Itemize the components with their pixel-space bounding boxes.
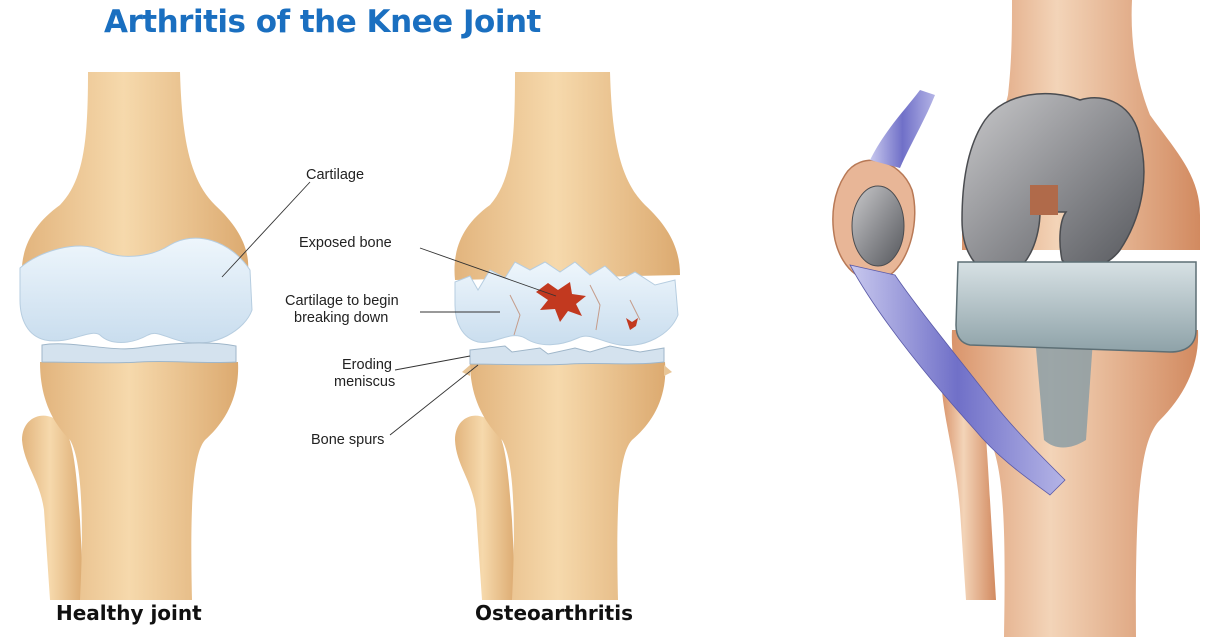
healthy-meniscus xyxy=(42,343,236,363)
leader-eroding-meniscus xyxy=(395,356,470,370)
femoral-notch xyxy=(1030,185,1058,215)
osteoarthritis-knee-illustration xyxy=(454,72,680,600)
label-cartilage-breaking-line1: Cartilage to begin xyxy=(285,292,399,310)
quadriceps-tendon xyxy=(870,90,935,168)
knee-replacement-illustration xyxy=(833,0,1200,637)
label-eroding-line2: meniscus xyxy=(334,373,395,391)
oa-femur xyxy=(454,72,680,280)
tibial-tray xyxy=(956,262,1196,352)
label-cartilage-breaking-line2: breaking down xyxy=(294,309,388,327)
label-exposed-bone: Exposed bone xyxy=(299,234,392,252)
label-bone-spurs: Bone spurs xyxy=(311,431,384,449)
label-cartilage: Cartilage xyxy=(306,166,364,184)
healthy-knee-illustration xyxy=(20,72,252,600)
patella-button xyxy=(852,186,904,266)
caption-healthy-joint: Healthy joint xyxy=(56,601,202,625)
label-eroding-line1: Eroding xyxy=(342,356,392,374)
caption-osteoarthritis: Osteoarthritis xyxy=(475,601,633,625)
page-title: Arthritis of the Knee Joint xyxy=(104,4,541,40)
oa-meniscus xyxy=(470,346,664,365)
